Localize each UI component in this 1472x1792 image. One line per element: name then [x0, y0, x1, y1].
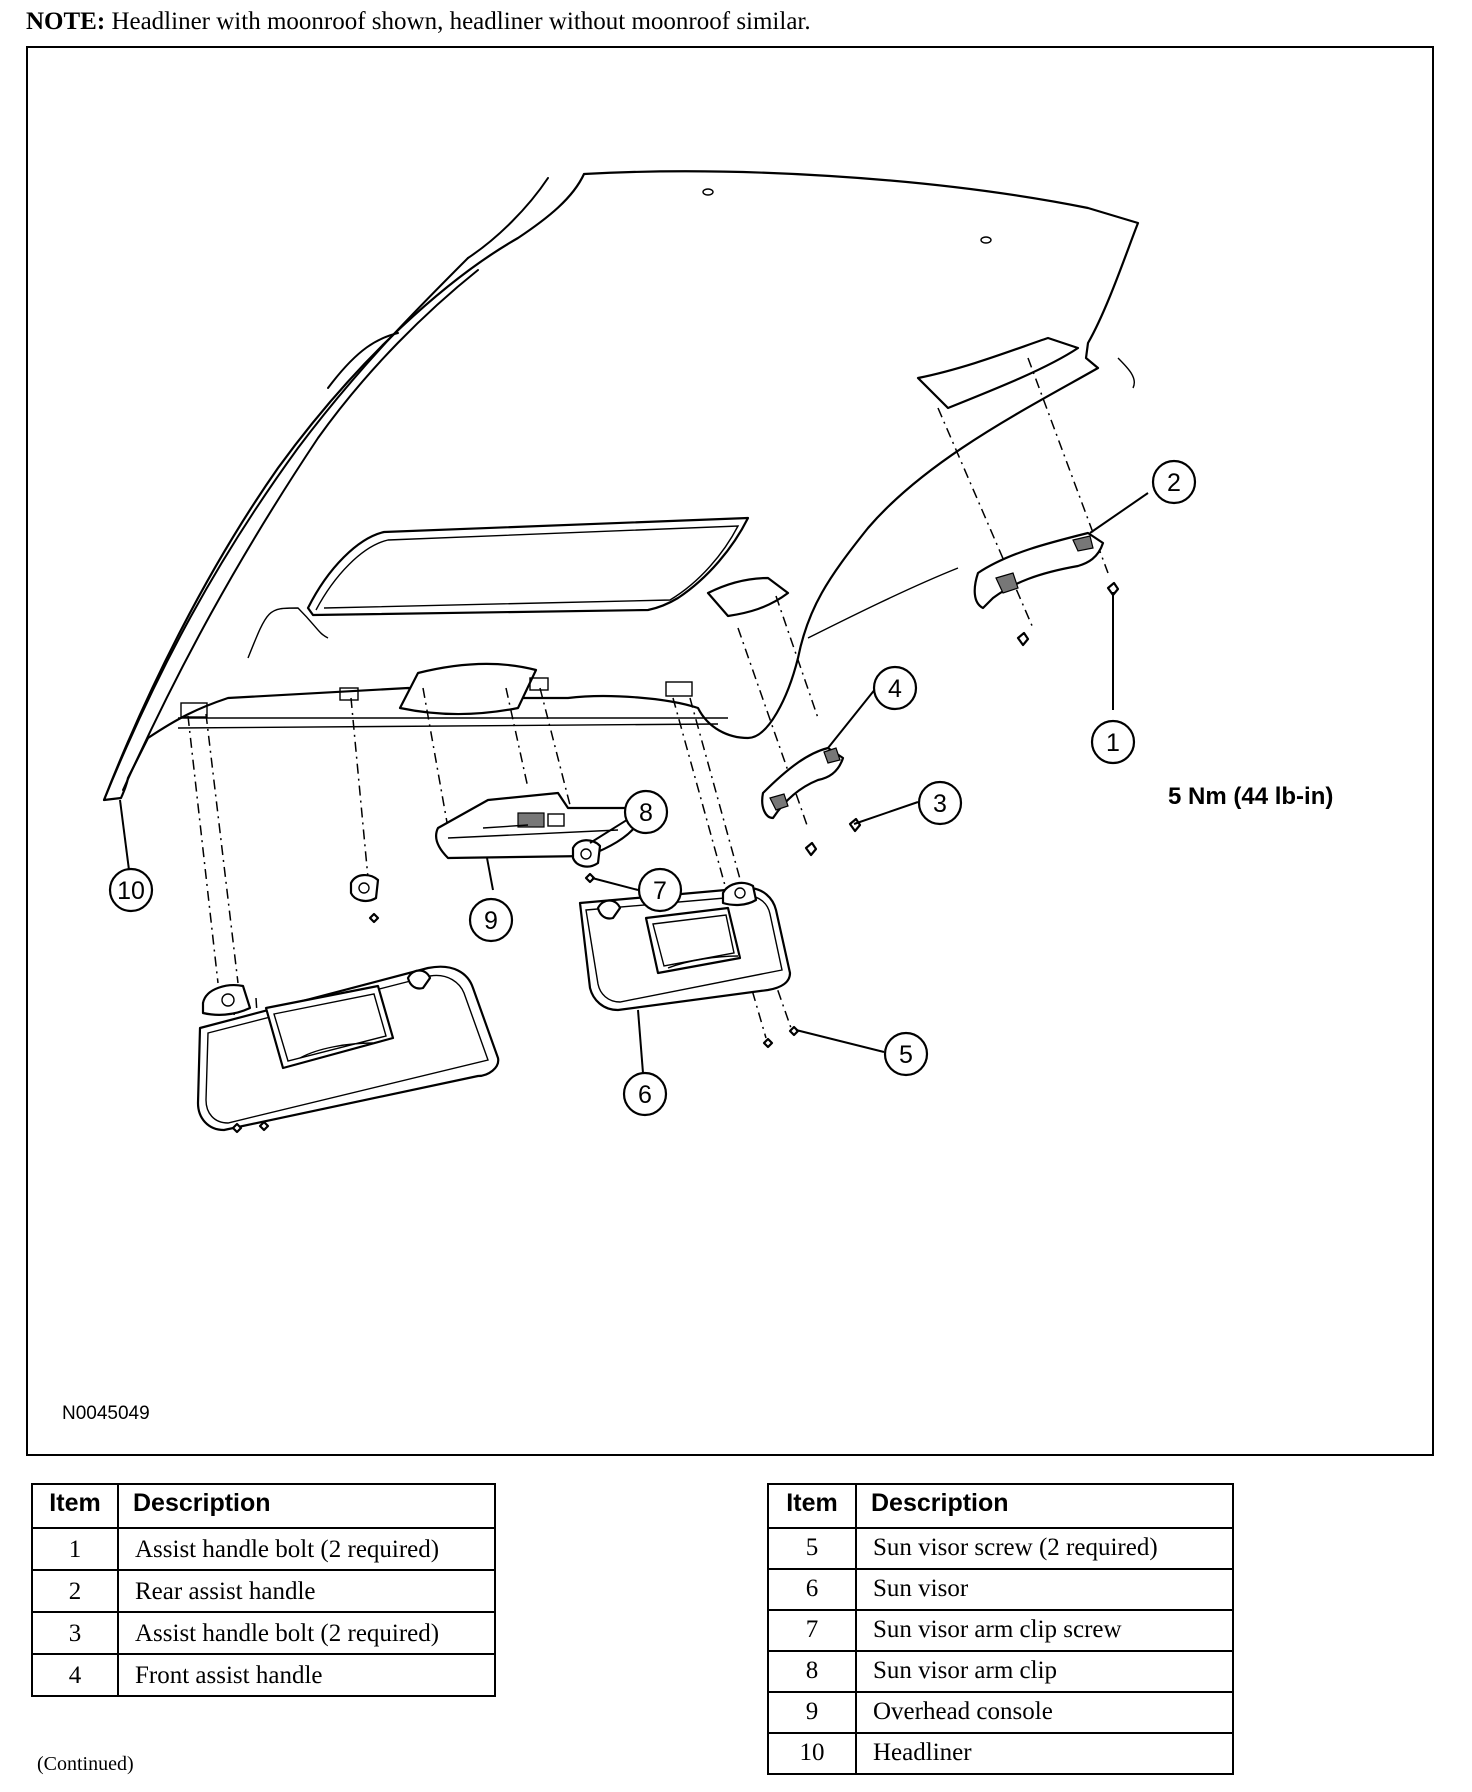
legend-table-left: Item Description 1 Assist handle bolt (2… — [31, 1483, 496, 1697]
callout-2: 2 — [1151, 459, 1197, 505]
svg-text:1: 1 — [1106, 729, 1120, 757]
callout-8: 8 — [623, 789, 669, 835]
svg-text:3: 3 — [933, 790, 947, 818]
leader-lines — [119, 492, 1149, 1074]
item-number: 3 — [31, 1611, 119, 1655]
sun-visor-left — [196, 965, 500, 1134]
svg-text:10: 10 — [117, 877, 145, 905]
item-description: Sun visor screw (2 required) — [855, 1527, 1234, 1570]
rear-handle-pocket — [916, 336, 1080, 410]
table-row: 7 Sun visor arm clip screw — [767, 1609, 1234, 1652]
sun-visor-arm-clip — [571, 839, 602, 884]
table-row: 8 Sun visor arm clip — [767, 1650, 1234, 1693]
sun-visor-right — [578, 881, 800, 1049]
front-handle-pocket — [706, 576, 790, 618]
continued-label: (Continued) — [37, 1753, 134, 1775]
callout-10: 10 — [108, 867, 154, 913]
table-row: 6 Sun visor — [767, 1568, 1234, 1611]
figure-id: N0045049 — [62, 1403, 150, 1424]
exploded-view-diagram: 1 2 3 4 5 6 7 8 9 10 5 Nm (44 lb-in) N00… — [26, 46, 1434, 1456]
callout-7: 7 — [637, 867, 683, 913]
item-description: Front assist handle — [117, 1653, 496, 1697]
overhead-console — [434, 791, 640, 860]
callout-4: 4 — [872, 665, 918, 711]
callout-3: 3 — [917, 780, 963, 826]
torque-spec: 5 Nm (44 lb-in) — [1168, 783, 1334, 810]
table-row: 2 Rear assist handle — [31, 1569, 496, 1613]
table-row: 5 Sun visor screw (2 required) — [767, 1527, 1234, 1570]
visor-mount-left-outer — [180, 702, 208, 718]
note-label: NOTE: — [26, 8, 106, 35]
svg-text:8: 8 — [639, 799, 653, 827]
table-header-row: Item Description — [31, 1483, 496, 1529]
item-number: 5 — [767, 1527, 857, 1570]
item-description: Sun visor arm clip screw — [855, 1609, 1234, 1652]
front-assist-handle — [761, 746, 862, 857]
item-number: 1 — [31, 1527, 119, 1571]
visor-mount-right-outer — [665, 681, 693, 697]
legend-table-right: Item Description 5 Sun visor screw (2 re… — [767, 1483, 1234, 1775]
table-row: 4 Front assist handle — [31, 1653, 496, 1697]
sun-visor-arm-clip-left — [349, 874, 380, 924]
item-number: 6 — [767, 1568, 857, 1611]
item-number: 7 — [767, 1609, 857, 1652]
column-header-item: Item — [767, 1483, 857, 1529]
console-opening — [398, 662, 538, 716]
note: NOTE: Headliner with moonroof shown, hea… — [26, 8, 811, 36]
item-number: 8 — [767, 1650, 857, 1693]
headliner-outline — [102, 170, 1140, 802]
item-number: 10 — [767, 1732, 857, 1775]
table-row: 3 Assist handle bolt (2 required) — [31, 1611, 496, 1655]
item-description: Assist handle bolt (2 required) — [117, 1527, 496, 1571]
callout-6: 6 — [622, 1071, 668, 1117]
svg-text:6: 6 — [638, 1081, 652, 1109]
column-header-item: Item — [31, 1483, 119, 1529]
callout-1: 1 — [1090, 719, 1136, 765]
item-description: Sun visor arm clip — [855, 1650, 1234, 1693]
item-description: Headliner — [855, 1732, 1234, 1775]
item-number: 4 — [31, 1653, 119, 1697]
note-text: Headliner with moonroof shown, headliner… — [111, 8, 811, 35]
item-number: 2 — [31, 1569, 119, 1613]
svg-text:2: 2 — [1167, 469, 1181, 497]
svg-text:5: 5 — [899, 1041, 913, 1069]
svg-text:9: 9 — [484, 907, 498, 935]
visor-mount-right-inner — [529, 677, 549, 691]
item-description: Rear assist handle — [117, 1569, 496, 1613]
moonroof-opening — [306, 516, 750, 617]
column-header-description: Description — [855, 1483, 1234, 1529]
svg-text:4: 4 — [888, 675, 902, 703]
svg-text:7: 7 — [653, 877, 667, 905]
visor-mount-left-inner — [339, 687, 359, 701]
table-row: 10 Headliner — [767, 1732, 1234, 1775]
table-row: 9 Overhead console — [767, 1691, 1234, 1734]
callout-5: 5 — [883, 1031, 929, 1077]
item-number: 9 — [767, 1691, 857, 1734]
item-description: Sun visor — [855, 1568, 1234, 1611]
item-description: Assist handle bolt (2 required) — [117, 1611, 496, 1655]
column-header-description: Description — [117, 1483, 496, 1529]
callout-9: 9 — [468, 897, 514, 943]
table-header-row: Item Description — [767, 1483, 1234, 1529]
headliner-illustration: 1 2 3 4 5 6 7 8 9 10 — [102, 170, 1197, 1134]
rear-assist-handle — [973, 531, 1120, 647]
item-description: Overhead console — [855, 1691, 1234, 1734]
table-row: 1 Assist handle bolt (2 required) — [31, 1527, 496, 1571]
